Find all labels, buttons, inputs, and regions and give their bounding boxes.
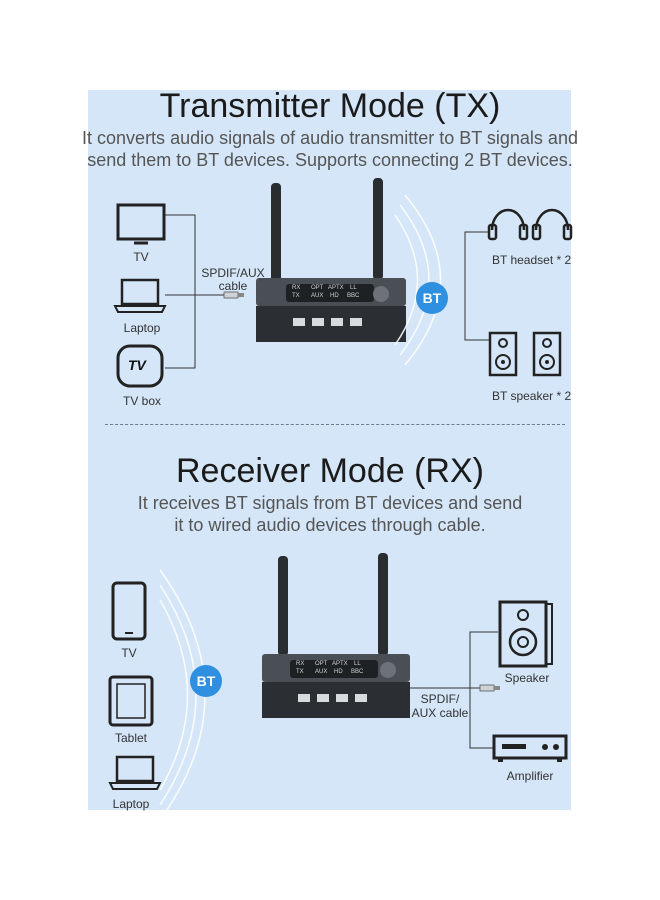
tx-bt-badge: BT — [416, 282, 448, 314]
rx-laptop-label: Laptop — [112, 797, 150, 811]
tx-laptop-icon — [113, 278, 167, 313]
tx-speaker-label: BT speaker * 2 — [492, 389, 572, 403]
rx-speaker-label: Speaker — [504, 671, 550, 685]
tx-cable-label-line1: SPDIF/AUX — [201, 266, 265, 280]
rx-tablet-label: Tablet — [114, 731, 148, 745]
tx-tvbox-label: TV box — [122, 394, 161, 408]
rx-title: Receiver Mode (RX) — [176, 452, 484, 490]
rx-laptop-icon — [108, 755, 162, 790]
rx-speaker-icon — [498, 600, 553, 668]
rx-device-label-ll: LL — [354, 661, 361, 667]
tx-device-label-aptx: APTX — [328, 285, 344, 291]
rx-amplifier-label: Amplifier — [506, 769, 554, 783]
rx-tv-label: TV — [121, 646, 137, 660]
tx-title: Transmitter Mode (TX) — [159, 87, 501, 125]
tx-description-line2: send them to BT devices. Supports connec… — [87, 150, 573, 170]
rx-device-label-rx: RX — [296, 661, 305, 667]
rx-device-label-tx: TX — [296, 669, 304, 675]
rx-cable-plug — [479, 684, 500, 692]
rx-connection-lines — [410, 631, 498, 749]
rx-device-label-aux: AUX — [315, 669, 328, 675]
rx-tv-icon — [111, 581, 147, 641]
tx-device-label-tx: TX — [292, 293, 300, 299]
tx-headset-label: BT headset * 2 — [492, 253, 572, 267]
rx-bt-badge: BT — [190, 665, 222, 697]
tx-laptop-label: Laptop — [123, 321, 161, 335]
tx-tvbox-icon — [116, 344, 164, 388]
tx-device — [256, 178, 406, 342]
tx-device-label-opt: OPT — [311, 285, 324, 291]
tx-device-label-aux: AUX — [311, 293, 324, 299]
tx-device-label-hd: HD — [330, 293, 339, 299]
section-divider — [105, 424, 565, 425]
tx-connection-lines — [165, 214, 489, 369]
tx-cable-label-line2: cable — [218, 279, 248, 293]
tx-device-label-ll: LL — [350, 285, 357, 291]
tx-tvbox-icon-text: TV — [128, 357, 146, 373]
rx-amplifier-icon — [492, 734, 568, 762]
tx-description-line1: It converts audio signals of audio trans… — [82, 128, 578, 148]
rx-device-label-bbc: BBC — [351, 669, 364, 675]
tx-device-label-rx: RX — [292, 285, 301, 291]
rx-tablet-icon — [108, 675, 154, 727]
tx-tv-icon — [116, 203, 166, 245]
rx-description-line1: It receives BT signals from BT devices a… — [137, 493, 523, 513]
rx-device — [262, 553, 410, 718]
rx-device-label-hd: HD — [334, 669, 343, 675]
rx-description-line2: it to wired audio devices through cable. — [174, 515, 486, 535]
tx-speaker-icons — [488, 331, 562, 377]
tx-headset-icons — [487, 208, 573, 241]
rx-cable-label-line1: SPDIF/ — [420, 692, 460, 706]
tx-cable-plug — [223, 291, 244, 299]
tx-signal-waves — [394, 194, 442, 366]
tx-tv-label: TV — [133, 250, 149, 264]
rx-cable-label-line2: AUX cable — [411, 706, 469, 720]
rx-device-label-opt: OPT — [315, 661, 328, 667]
rx-device-label-aptx: APTX — [332, 661, 348, 667]
tx-device-label-bbc: BBC — [347, 293, 360, 299]
